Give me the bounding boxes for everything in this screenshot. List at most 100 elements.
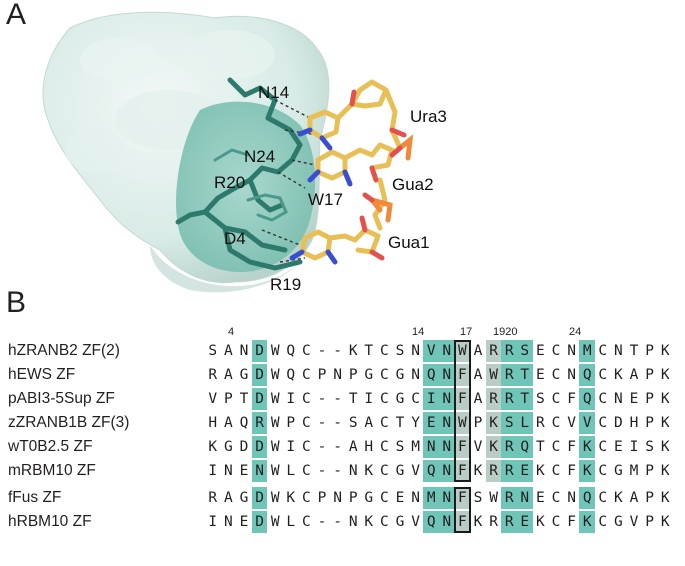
residue: F: [454, 364, 471, 386]
residue: K: [579, 460, 595, 482]
residue: D: [251, 487, 268, 509]
residue: -: [333, 391, 342, 407]
residue: T: [629, 343, 639, 359]
label-r20: R20: [214, 173, 245, 192]
residue: C: [380, 343, 389, 359]
residue: E: [536, 343, 545, 359]
residue: K: [286, 490, 296, 506]
residue: N: [411, 490, 420, 506]
label-r19: R19: [270, 275, 301, 294]
residue: P: [224, 391, 233, 407]
residue: N: [567, 343, 576, 359]
residue: N: [439, 511, 455, 533]
residue: P: [317, 490, 327, 506]
residue: K: [473, 463, 483, 479]
residue: G: [395, 391, 405, 407]
sequence-name: hEWS ZF: [8, 366, 76, 383]
protein-rna-structure: N14 Ura3 N24 Gua2 R20 W17 D4 Gua1 R19: [42, 11, 447, 294]
residue: E: [395, 490, 405, 506]
residue: G: [395, 367, 405, 383]
residue: K: [660, 391, 670, 407]
residue: V: [629, 514, 639, 530]
residue: W: [454, 412, 471, 434]
residue: K: [536, 514, 545, 530]
residue: V: [411, 463, 420, 479]
residue: A: [629, 367, 639, 383]
position-number-17: 17: [460, 326, 473, 338]
residue: S: [536, 391, 545, 407]
position-number-24: 24: [569, 326, 582, 338]
residue: K: [660, 463, 670, 479]
residue: R: [501, 340, 517, 362]
residue: D: [251, 364, 268, 386]
residue: T: [517, 388, 533, 410]
position-number-19-20: 1920: [493, 326, 518, 338]
label-n24: N24: [244, 147, 275, 166]
label-gua1: Gua1: [388, 233, 430, 252]
residue: S: [208, 343, 218, 359]
residue: Q: [423, 364, 439, 386]
residue: N: [439, 487, 455, 509]
sequence-name: hRBM10 ZF: [8, 513, 92, 530]
residue: L: [286, 463, 296, 479]
panel-label-b: B: [6, 286, 27, 319]
residue: C: [551, 391, 561, 407]
residue: W: [270, 415, 280, 431]
residue: A: [348, 439, 358, 455]
residue: P: [645, 415, 654, 431]
residue: Y: [411, 415, 420, 431]
residue: G: [239, 367, 249, 383]
residue: -: [333, 439, 342, 455]
residue: R: [536, 415, 545, 431]
residue: C: [302, 490, 311, 506]
residue: N: [239, 343, 249, 359]
residue: L: [517, 412, 533, 434]
label-gua2: Gua2: [392, 175, 434, 194]
residue: H: [208, 415, 218, 431]
residue: R: [251, 412, 268, 434]
residue: E: [629, 391, 639, 407]
residue: N: [333, 490, 342, 506]
residue: K: [473, 514, 483, 530]
sequence-name: wT0B2.5 ZF: [8, 438, 93, 455]
residue: C: [380, 367, 389, 383]
residue: P: [645, 343, 654, 359]
residue: K: [485, 412, 502, 434]
residue: P: [645, 463, 654, 479]
residue: N: [333, 367, 342, 383]
position-number-4: 4: [228, 326, 235, 338]
residue: T: [239, 391, 249, 407]
residue: W: [270, 514, 280, 530]
residue: R: [501, 388, 517, 410]
binding-pocket: [176, 101, 316, 272]
residue: F: [567, 439, 576, 455]
residue: E: [517, 460, 533, 482]
residue: R: [485, 388, 502, 410]
residue: T: [517, 364, 533, 386]
sequence-name: fFus ZF: [8, 489, 62, 506]
residue: A: [224, 367, 233, 383]
residue: -: [317, 391, 327, 407]
residue: G: [239, 490, 249, 506]
residue: K: [614, 490, 623, 506]
residue: C: [598, 490, 608, 506]
residue: K: [536, 463, 545, 479]
residue: N: [439, 412, 455, 434]
residue: P: [645, 367, 654, 383]
residue: K: [364, 463, 374, 479]
residue: M: [423, 487, 439, 509]
residue: R: [501, 436, 517, 458]
residue: I: [286, 391, 296, 407]
residue: C: [551, 463, 561, 479]
residue: R: [501, 460, 517, 482]
residue: S: [395, 343, 405, 359]
residue: I: [364, 391, 374, 407]
residue: I: [286, 439, 296, 455]
residue: K: [485, 436, 502, 458]
residue: -: [317, 514, 327, 530]
residue: G: [364, 490, 374, 506]
